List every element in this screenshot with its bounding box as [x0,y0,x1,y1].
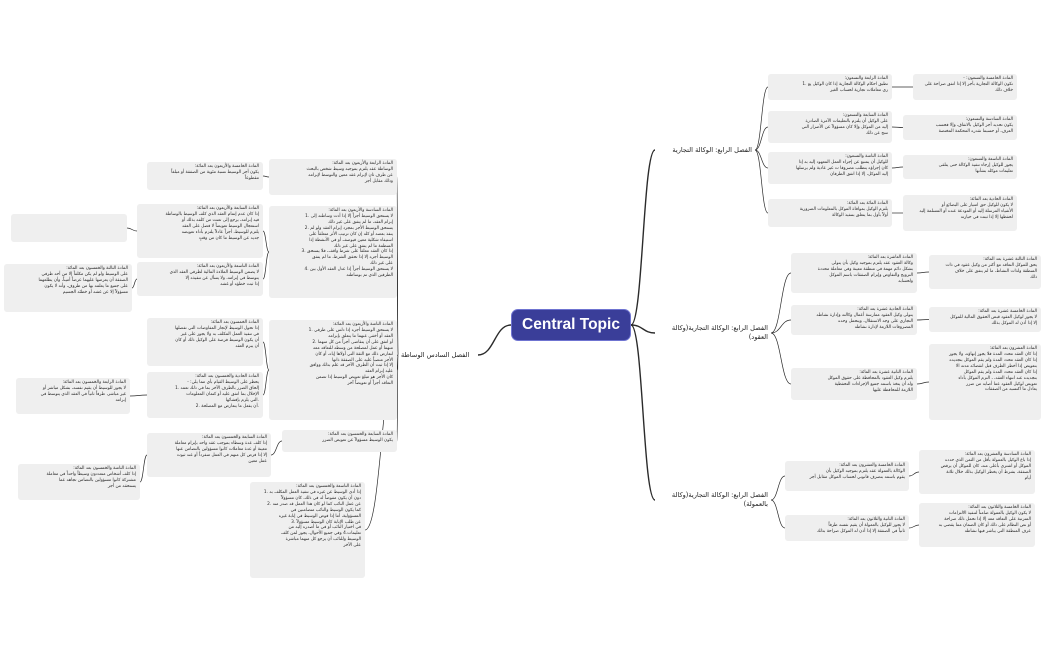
article-99[interactable]: المادة التاسعة والتسعون: يجوز للوكيل إرج… [903,155,1017,179]
article-148[interactable]: المادة الثامنة والأربعون بعد المائة: لا … [269,320,397,420]
connector-line [908,524,920,529]
connector-line [891,166,904,169]
connector-line [396,251,399,356]
article-96[interactable]: المادة السادسة والتسعون: يكون تحديد أجر … [903,115,1017,140]
connector-line [916,271,930,274]
article-144[interactable]: المادة الرابعة والأربعون بعد المائة: الو… [269,159,397,195]
connector-line [754,86,769,151]
connector-line [630,324,656,334]
connector-line [916,381,930,385]
article-154[interactable]: المادة الرابعة والخمسون بعد المائة: لا ي… [16,378,130,414]
branch-brokerage[interactable]: الفصل السادس الوساطة [401,350,470,359]
connector-line [396,354,399,442]
connector-line [770,319,792,334]
article-120[interactable]: المادة العشرون بعد المائة: إذا كان العقد… [929,344,1041,420]
article-126[interactable]: المادة السادسة والعشرون بعد المائة: إذا … [919,450,1035,494]
connector-line [770,475,786,501]
article-125[interactable]: المادة الخامسة والعشرون بعد المائة: الوك… [785,461,909,491]
connector-line [630,324,656,501]
connector-line [770,499,786,529]
connector-line [126,227,138,232]
article-145[interactable]: المادة الخامسة والأربعون بعد المائة: يكو… [147,162,263,190]
connector-line [262,251,270,280]
branch-contract-agency[interactable]: الفصل الرابع: الوكالة التجارية(وكالة الع… [671,324,768,341]
branch-commission-agency[interactable]: الفصل الرابع: الوكالة التجارية(وكالة بال… [671,491,768,508]
branch-commercial-agency[interactable]: الفصل الرابع: الوكالة التجارية [672,145,752,154]
connector-line [262,230,270,253]
connector-line [891,126,904,128]
connector-line [630,149,656,326]
article-111[interactable]: المادة الحادية عشرة بعد المائة: يتولى وك… [791,305,917,335]
connector-line [129,394,148,397]
article-157[interactable]: المادة السابعة والخمسون بعد المائة: إذا … [147,433,271,477]
article-100[interactable]: المادة المائة بعد المائة: يلتزم الوكيل ب… [768,199,892,227]
article-132[interactable]: المادة الثانية والثلاثون بعد المائة: لا … [785,515,909,541]
article-159[interactable]: المادة التاسعة والخمسون بعد المائة: إذا … [250,482,365,578]
central-topic[interactable]: Central Topic [511,309,631,341]
article-101[interactable]: المادة الحادية بعد المائة: لا يكون للوكي… [903,195,1017,231]
connector-line [916,319,930,321]
connector-line [139,454,148,483]
connector-line [270,440,283,456]
connector-line [754,126,769,151]
connector-line [754,149,769,214]
article-97[interactable]: المادة السابعة والتسعون: على الوكيل أن ي… [768,111,892,143]
article-151[interactable]: المادة الحادية والخمسون بعد المائة: يحظر… [147,372,263,418]
article-98[interactable]: المادة الثامنة والتسعون: للوكيل أن يمتنع… [768,152,892,184]
article-149[interactable]: المادة التاسعة والأربعون بعد المائة: لا … [137,262,263,296]
article-146[interactable]: المادة السادسة والأربعون بعد المائة: لا … [269,206,397,298]
article-95[interactable]: المادة الخامسة والتسعون: - تكون الوكالة … [913,74,1017,100]
connector-line [770,332,792,385]
article-113[interactable]: المادة الثالثة عشرة بعد المائة: يحق للمو… [929,255,1041,289]
article-152[interactable] [11,214,127,242]
connector-line [908,471,920,477]
article-112[interactable]: المادة الثانية عشرة بعد المائة: يلتزم وك… [791,368,917,400]
article-150[interactable]: المادة الخمسون بعد المائة: إذا تحول الوس… [147,318,263,366]
connector-line [262,341,270,371]
connector-line [770,272,792,334]
article-147[interactable]: المادة السابعة والأربعون بعد المائة: إذا… [137,204,263,258]
article-135[interactable]: المادة الخامسة والثلاثون بعد المائة: لا … [919,503,1035,547]
article-115[interactable]: المادة الخامسة عشرة بعد المائة: لا يجوز … [929,307,1041,332]
article-94[interactable]: المادة الرابعة والتسعون: تطبق احكام الوك… [768,74,892,100]
connector-line [754,149,769,169]
connector-line [262,369,270,396]
connector-line [262,175,270,178]
article-110[interactable]: المادة العاشرة بعد المائة: وكالة العقود … [791,253,917,293]
connector-line [477,324,512,356]
article-157-short[interactable]: المادة السابعة والخمسون بعد المائة: يكون… [282,430,397,452]
article-153[interactable]: المادة الثالثة والخمسون بعد المائة: على … [4,264,132,312]
article-158[interactable]: المادة الثامنة والخمسون بعد المائة: إذا … [18,464,140,500]
connector-line [131,278,138,289]
